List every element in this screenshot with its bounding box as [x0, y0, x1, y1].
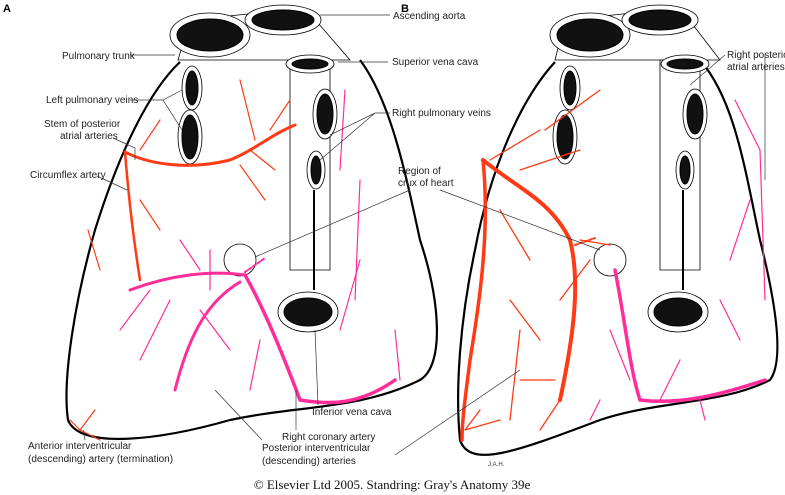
label-crux-1: Region of	[398, 166, 441, 177]
label-right-posterior-2: atrial arteries	[727, 62, 785, 73]
artist-signature: J.A.H.	[488, 462, 505, 468]
heart-a	[65, 4, 439, 441]
label-pulmonary-trunk: Pulmonary trunk	[62, 51, 136, 62]
label-inferior-vena-cava: Inferior vena cava	[312, 407, 392, 418]
label-stem-posterior-1: Stem of posterior	[44, 119, 121, 130]
label-right-coronary-artery: Right coronary artery	[282, 432, 375, 443]
panel-label-b: B	[401, 3, 409, 15]
label-anterior-2: (descending) artery (termination)	[28, 454, 173, 465]
label-right-posterior-1: Right posterior	[727, 50, 785, 61]
panel-label-a: A	[3, 3, 11, 15]
label-superior-vena-cava: Superior vena cava	[392, 57, 479, 68]
label-left-pulmonary-veins: Left pulmonary veins	[46, 95, 138, 106]
label-anterior-1: Anterior interventricular	[28, 441, 132, 452]
label-stem-posterior-2: atrial arteries	[60, 131, 118, 142]
heart-b	[457, 4, 779, 456]
label-posterior-2: (descending) arteries	[262, 456, 356, 467]
leader-lines	[82, 14, 766, 456]
label-crux-2: crux of heart	[398, 178, 454, 189]
label-circumflex-artery: Circumflex artery	[30, 170, 106, 181]
label-ascending-aorta: Ascending aorta	[393, 11, 466, 22]
label-posterior-1: Posterior interventricular	[262, 443, 371, 454]
label-right-pulmonary-veins: Right pulmonary veins	[392, 108, 491, 119]
copyright-caption: © Elsevier Ltd 2005. Standring: Gray's A…	[254, 477, 531, 492]
